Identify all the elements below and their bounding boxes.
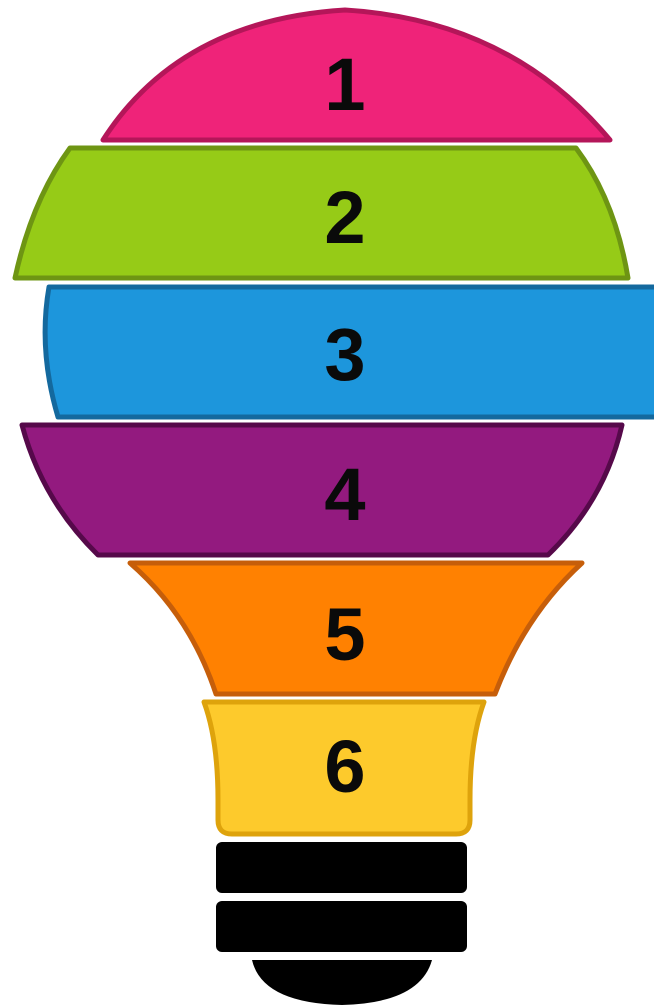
base-ring-upper [216,842,467,893]
base-ring-lower [216,901,467,952]
segment-5-label: 5 [324,593,365,676]
segment-2-shape [15,148,628,278]
segment-2: 2 [15,148,628,278]
segment-6: 6 [204,702,484,834]
segment-3-label: 3 [324,313,365,396]
segment-4-shape [22,425,622,555]
segment-1-label: 1 [324,43,365,126]
segment-5: 5 [130,563,582,694]
base-cap [252,960,432,1005]
segment-4: 4 [22,425,622,555]
segment-6-label: 6 [324,725,365,808]
segment-1: 1 [103,10,610,140]
segment-4-label: 4 [324,453,365,536]
segment-2-label: 2 [324,176,365,259]
segment-3: 3 [45,287,654,417]
bulb-base [216,842,467,1005]
